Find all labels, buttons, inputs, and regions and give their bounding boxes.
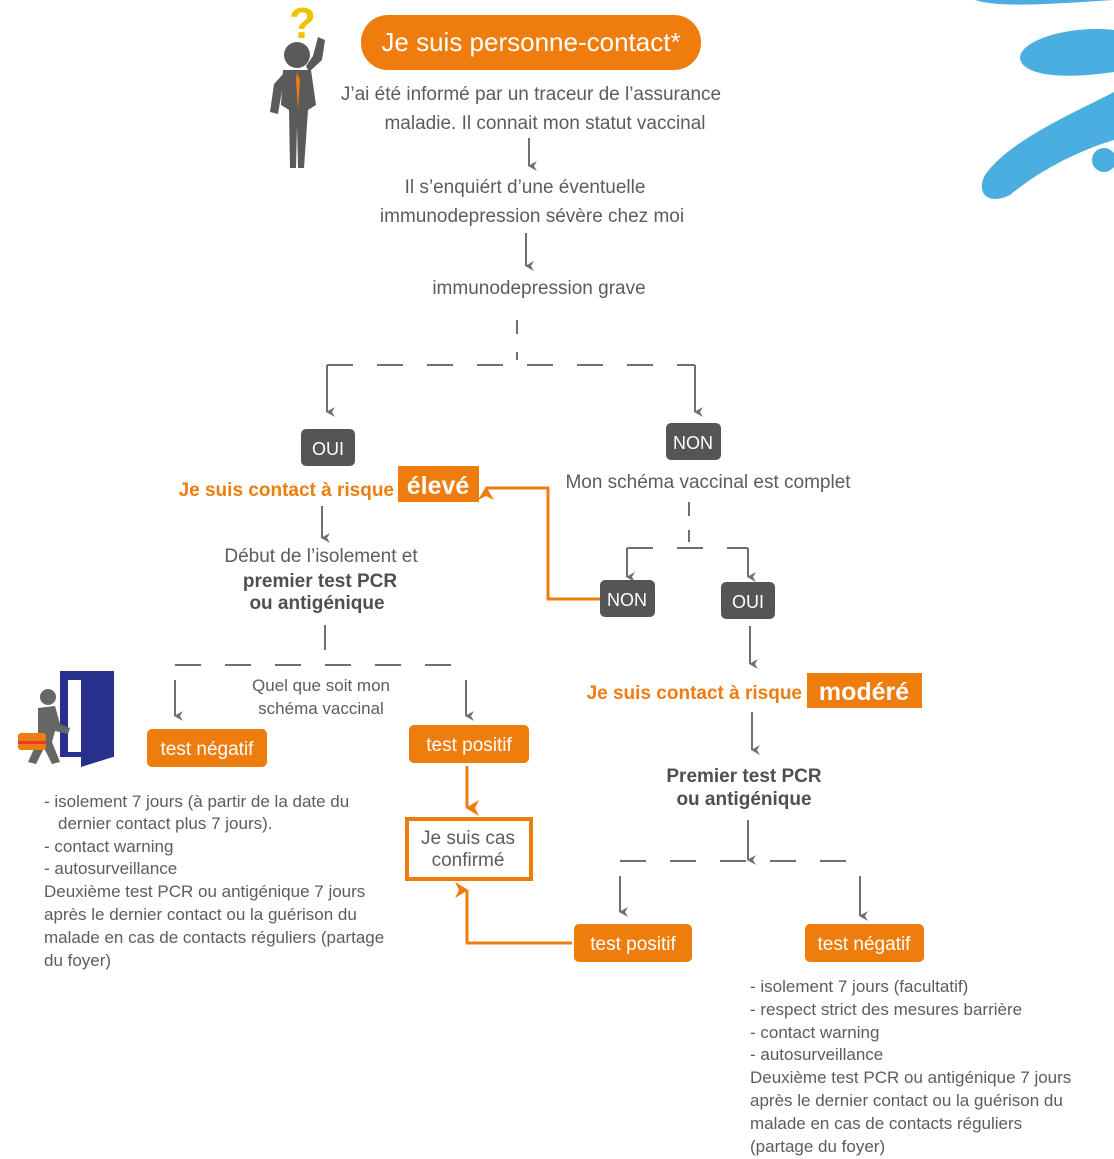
non-badge-right: NON bbox=[666, 423, 721, 460]
isolation-line3: ou antigénique bbox=[249, 593, 384, 614]
left-note-4: - autosurveillance bbox=[44, 859, 177, 878]
first-test-line1: Premier test PCR bbox=[666, 766, 822, 787]
schema-text: Mon schéma vaccinal est complet bbox=[565, 472, 851, 493]
oui-label: OUI bbox=[312, 439, 344, 459]
first-test-line2: ou antigénique bbox=[676, 789, 811, 810]
svg-text:?: ? bbox=[289, 0, 316, 48]
exit-door-icon bbox=[18, 671, 114, 767]
moderate-risk-prefix: Je suis contact à risque bbox=[587, 683, 802, 704]
left-note-2: dernier contact plus 7 jours). bbox=[58, 814, 273, 833]
title-pill: Je suis personne-contact* bbox=[361, 15, 701, 70]
oui-inner-label: OUI bbox=[732, 592, 764, 612]
person-question-icon: ? bbox=[270, 0, 325, 168]
confirmed-line2: confirmé bbox=[432, 850, 505, 871]
moderate-risk-level: modéré bbox=[819, 678, 909, 706]
non-label: NON bbox=[673, 433, 713, 453]
right-note-5: Deuxième test PCR ou antigénique 7 jours bbox=[750, 1068, 1071, 1087]
any-schema-line2: schéma vaccinal bbox=[258, 699, 384, 718]
test-positif-left-label: test positif bbox=[426, 735, 512, 756]
high-risk-badge: élevé bbox=[398, 466, 479, 502]
left-note-1: - isolement 7 jours (à partir de la date… bbox=[44, 792, 349, 811]
right-note-3: - contact warning bbox=[750, 1023, 879, 1042]
isolation-line1: Début de l’isolement et bbox=[224, 546, 418, 567]
test-negatif-left-box: test négatif bbox=[147, 729, 267, 767]
right-notes: - isolement 7 jours (facultatif) - respe… bbox=[750, 977, 1071, 1156]
step2-line2: immunodepression sévère chez moi bbox=[380, 206, 684, 227]
left-note-6: après le dernier contact ou la guérison … bbox=[44, 905, 357, 924]
moderate-risk-badge: modéré bbox=[807, 673, 922, 708]
oui-badge-inner: OUI bbox=[721, 582, 775, 619]
left-note-7: malade en cas de contacts réguliers (par… bbox=[44, 928, 384, 947]
any-schema-line1: Quel que soit mon bbox=[252, 676, 390, 695]
test-negatif-right-label: test négatif bbox=[818, 934, 912, 955]
right-note-2: - respect strict des mesures barrière bbox=[750, 1000, 1022, 1019]
high-risk-prefix: Je suis contact à risque bbox=[179, 480, 394, 501]
step1-line1: J’ai été informé par un traceur de l’ass… bbox=[341, 84, 721, 105]
confirmed-case-box: Je suis cas confirmé bbox=[405, 817, 533, 881]
step2-line1: Il s’enquiért d’une éventuelle bbox=[405, 177, 646, 198]
non-inner-label: NON bbox=[607, 590, 647, 610]
test-negatif-right-box: test négatif bbox=[805, 924, 924, 962]
step1-line2: maladie. Il connait mon statut vaccinal bbox=[384, 113, 705, 134]
confirmed-line1: Je suis cas bbox=[421, 828, 515, 849]
left-note-3: - contact warning bbox=[44, 837, 173, 856]
left-note-5: Deuxième test PCR ou antigénique 7 jours bbox=[44, 882, 365, 901]
right-note-1: - isolement 7 jours (facultatif) bbox=[750, 977, 968, 996]
left-notes: - isolement 7 jours (à partir de la date… bbox=[44, 792, 384, 970]
test-positif-left-box: test positif bbox=[409, 725, 529, 763]
right-note-6: après le dernier contact ou la guérison … bbox=[750, 1091, 1063, 1110]
oui-badge-left: OUI bbox=[301, 429, 355, 466]
high-risk-level: élevé bbox=[407, 472, 470, 500]
right-note-4: - autosurveillance bbox=[750, 1045, 883, 1064]
isolation-line2: premier test PCR bbox=[243, 571, 397, 592]
test-positif-right-label: test positif bbox=[590, 934, 676, 955]
non-badge-inner: NON bbox=[600, 580, 655, 617]
right-note-7: malade en cas de contacts réguliers bbox=[750, 1114, 1022, 1133]
left-note-8: du foyer) bbox=[44, 951, 111, 970]
splash-decoration bbox=[975, 0, 1114, 199]
test-positif-right-box: test positif bbox=[574, 924, 692, 962]
page-title: Je suis personne-contact* bbox=[381, 27, 680, 57]
test-negatif-left-label: test négatif bbox=[161, 739, 255, 760]
step3-text: immunodepression grave bbox=[432, 278, 645, 299]
right-note-8: (partage du foyer) bbox=[750, 1137, 885, 1156]
